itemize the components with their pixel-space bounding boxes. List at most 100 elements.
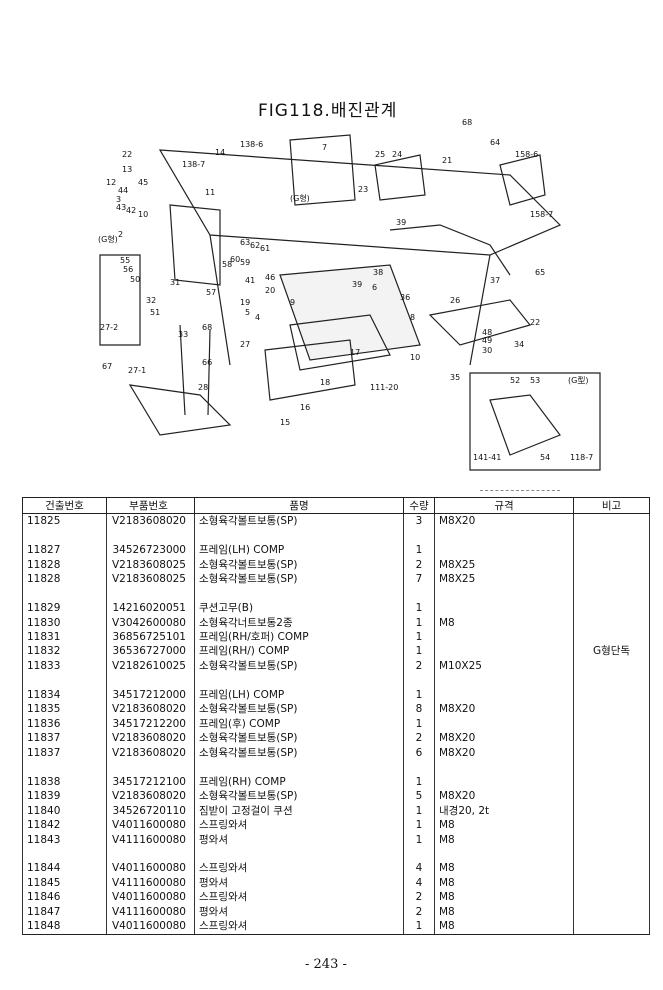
cell-part-no: V2183608020 — [106, 745, 195, 760]
cell-part-no: 34517212100 — [106, 774, 195, 789]
cell-spec: M8X25 — [434, 571, 574, 587]
callout-label: 7 — [322, 143, 327, 152]
cell-ref-no: 11828 — [22, 571, 107, 587]
callout-label: 48 — [482, 328, 492, 337]
callout-label: 50 — [130, 275, 140, 284]
cell-spec: M8X25 — [434, 557, 574, 572]
callout-label: 2 — [118, 230, 123, 239]
cell-part-name: 평와셔 — [194, 904, 404, 920]
callout-label: 111-20 — [370, 383, 398, 392]
cell-ref-no: 11837 — [22, 745, 107, 760]
cell-spec — [434, 716, 574, 732]
callout-label: 5 — [245, 308, 250, 317]
cell-ref-no: 11832 — [22, 644, 107, 659]
cell-part-no — [106, 759, 195, 775]
cell-remarks — [573, 817, 650, 833]
callout-label: 13 — [122, 165, 132, 174]
callout-label: 24 — [392, 150, 402, 159]
cell-spec — [434, 774, 574, 789]
cell-remarks — [573, 615, 650, 630]
callout-label: 31 — [170, 278, 180, 287]
cell-part-no: V4111600080 — [106, 875, 195, 891]
cell-qty: 1 — [403, 600, 435, 616]
cell-spec: M8 — [434, 904, 574, 920]
callout-label: 59 — [240, 258, 250, 267]
callout-label: 10 — [410, 353, 420, 362]
cell-spec: M8 — [434, 817, 574, 833]
cell-spec — [434, 629, 574, 645]
cell-ref-no — [22, 673, 107, 688]
cell-ref-no: 11835 — [22, 702, 107, 717]
table-row — [22, 759, 650, 775]
cell-qty: 1 — [403, 817, 435, 833]
cell-spec: M8 — [434, 832, 574, 847]
cell-qty — [403, 759, 435, 775]
cell-qty: 7 — [403, 571, 435, 587]
cell-ref-no: 11828 — [22, 557, 107, 572]
cell-qty: 1 — [403, 687, 435, 703]
callout-label: 22 — [122, 150, 132, 159]
cell-ref-no — [22, 759, 107, 775]
cell-qty: 1 — [403, 644, 435, 659]
cell-ref-no: 11840 — [22, 803, 107, 818]
cell-part-name — [194, 673, 404, 688]
cell-qty: 1 — [403, 832, 435, 847]
cell-part-no: V2183608025 — [106, 557, 195, 572]
cell-part-no: 36536727000 — [106, 644, 195, 659]
cell-remarks — [573, 846, 650, 862]
cell-qty: 1 — [403, 542, 435, 558]
cell-part-no: V4011600080 — [106, 817, 195, 833]
cell-part-no: V2183608020 — [106, 702, 195, 717]
cell-remarks — [573, 731, 650, 746]
callout-label: 36 — [400, 293, 410, 302]
cell-part-name: 소형육각볼트보통(SP) — [194, 745, 404, 760]
callout-label: 9 — [290, 298, 295, 307]
cell-spec — [434, 586, 574, 601]
cell-qty: 1 — [403, 615, 435, 630]
cell-part-name — [194, 846, 404, 862]
figure-title: FIG118.배진관계 — [258, 101, 398, 121]
callout-label: 56 — [123, 265, 133, 274]
callout-label: 61 — [260, 244, 270, 253]
cell-spec — [434, 846, 574, 862]
cell-ref-no: 11831 — [22, 629, 107, 645]
cell-part-name: 프레임(LH) COMP — [194, 687, 404, 703]
cell-part-name: 스프링와셔 — [194, 890, 404, 905]
cell-ref-no: 11837 — [22, 731, 107, 746]
callout-label: 158-7 — [530, 210, 553, 219]
header-spec: 규격 — [434, 497, 574, 514]
callout-label: 27-2 — [100, 323, 118, 332]
callout-label: 49 — [482, 336, 492, 345]
cell-remarks — [573, 673, 650, 688]
table-header-row: 건출번호 부품번호 품명 수량 규격 비고 — [22, 497, 650, 514]
cell-part-no — [106, 586, 195, 601]
cell-part-no: V4011600080 — [106, 861, 195, 876]
cell-remarks — [573, 904, 650, 920]
cell-qty: 5 — [403, 788, 435, 804]
cell-spec — [434, 600, 574, 616]
cell-qty: 2 — [403, 658, 435, 674]
cell-part-no — [106, 673, 195, 688]
cell-spec: M8 — [434, 890, 574, 905]
cell-spec: M8X20 — [434, 731, 574, 746]
cell-part-name: 프레임(LH) COMP — [194, 542, 404, 558]
callout-label: 45 — [138, 178, 148, 187]
cell-ref-no: 11836 — [22, 716, 107, 732]
cell-part-no: V4111600080 — [106, 904, 195, 920]
cell-remarks — [573, 774, 650, 789]
cell-qty: 1 — [403, 774, 435, 789]
